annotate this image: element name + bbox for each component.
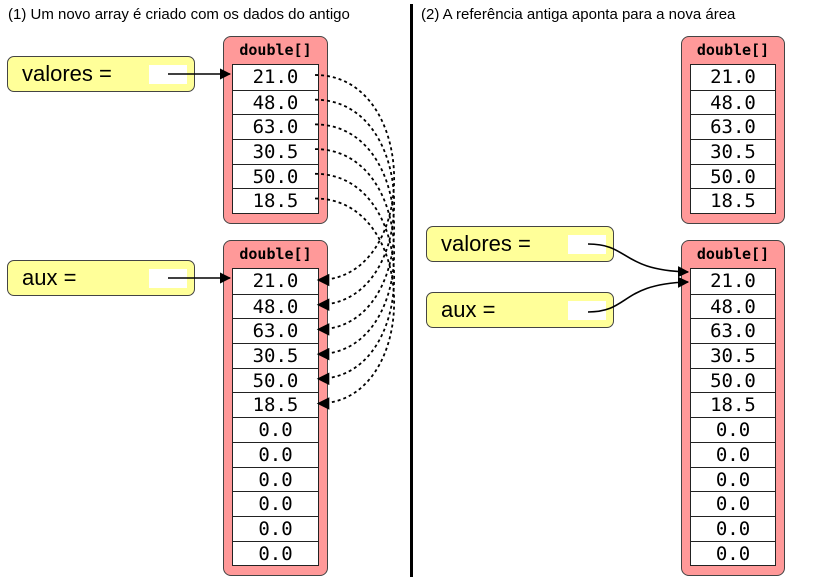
p1-old-cell-1: 48.0 <box>233 89 318 115</box>
p2-aux-reference-slot <box>568 301 606 320</box>
p1-valores-variable: valores = <box>7 56 195 92</box>
p2-new-cell-10: 0.0 <box>691 515 775 541</box>
p2-new-cell-7: 0.0 <box>691 441 775 467</box>
panel-divider <box>410 4 413 577</box>
p2-new-cell-6: 0.0 <box>691 417 775 442</box>
panel1-caption: (1) Um novo array é criado com os dados … <box>8 6 350 23</box>
p1-new-cell-2: 63.0 <box>233 318 318 343</box>
p2-valores-reference-slot <box>568 235 606 254</box>
p1-new-cell-4: 50.0 <box>233 367 318 393</box>
p1-new-cell-10: 0.0 <box>233 515 318 541</box>
p2-new-array-type: double[] <box>696 245 770 263</box>
p1-new-cell-0: 21.0 <box>252 270 299 292</box>
p1-old-cell-5: 18.5 <box>233 188 318 213</box>
p1-new-cell-11: 0.0 <box>233 540 318 566</box>
p1-old-cell-3: 30.5 <box>233 139 318 164</box>
p2-new-cell-4: 50.0 <box>691 367 775 393</box>
p1-new-cell-1: 48.0 <box>233 293 318 319</box>
p2-old-cell-1: 48.0 <box>691 89 775 115</box>
p1-valores-label: valores = <box>22 61 112 86</box>
p1-new-cell-9: 0.0 <box>233 491 318 516</box>
p2-aux-label: aux = <box>441 297 496 322</box>
p2-new-cell-9: 0.0 <box>691 491 775 516</box>
p2-old-cell-4: 50.0 <box>691 163 775 189</box>
p2-new-cell-0: 21.0 <box>710 270 756 292</box>
p2-new-cell-11: 0.0 <box>691 540 775 566</box>
p2-old-cell-0: 21.0 <box>710 66 756 88</box>
p1-new-cell-8: 0.0 <box>233 466 318 492</box>
p2-new-cell-1: 48.0 <box>691 293 775 319</box>
p2-old-cell-3: 30.5 <box>691 139 775 164</box>
p2-new-cell-3: 30.5 <box>691 343 775 368</box>
p1-old-cell-0: 21.0 <box>252 66 299 88</box>
p1-valores-reference-slot <box>149 65 187 84</box>
panel2-caption: (2) A referência antiga aponta para a no… <box>421 6 736 23</box>
p2-valores-label: valores = <box>441 231 531 256</box>
p2-old-cell-5: 18.5 <box>691 188 775 213</box>
p2-new-cell-2: 63.0 <box>691 318 775 343</box>
p1-new-cell-3: 30.5 <box>233 343 318 368</box>
p2-valores-variable: valores = <box>426 226 614 262</box>
p1-aux-label: aux = <box>22 265 77 290</box>
p1-new-cell-5: 18.5 <box>233 392 318 417</box>
p2-old-cell-2: 63.0 <box>691 114 775 139</box>
p1-aux-reference-slot <box>149 269 187 288</box>
p2-old-array-type: double[] <box>696 41 770 59</box>
p1-new-cell-6: 0.0 <box>233 417 318 442</box>
p1-old-array-type: double[] <box>239 41 312 59</box>
p1-old-cell-4: 50.0 <box>233 163 318 189</box>
p2-new-cell-8: 0.0 <box>691 466 775 492</box>
p1-aux-variable: aux = <box>7 260 195 296</box>
p1-new-array-type: double[] <box>239 245 312 263</box>
p1-old-cell-2: 63.0 <box>233 114 318 139</box>
p2-new-cell-5: 18.5 <box>691 392 775 417</box>
p1-new-cell-7: 0.0 <box>233 441 318 467</box>
p2-aux-variable: aux = <box>426 292 614 328</box>
